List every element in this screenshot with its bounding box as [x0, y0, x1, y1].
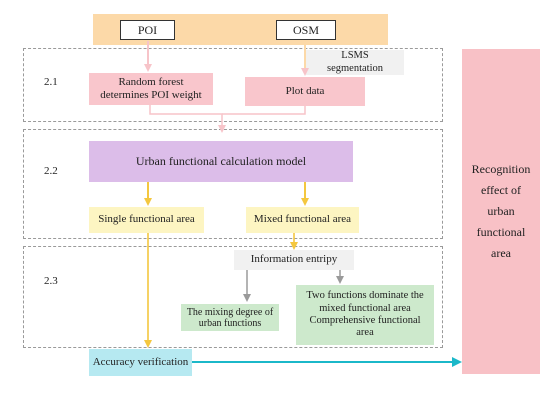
lsms-segmentation-box: LSMS segmentation: [306, 50, 404, 75]
two-functions-box: Two functions dominate the mixed functio…: [296, 285, 434, 345]
section-2-1-frame: [23, 48, 443, 122]
section-2-2-label: 2.2: [44, 165, 58, 177]
information-entropy-box: Information entripy: [234, 250, 354, 270]
mixing-degree-box: The mixing degree of urban functions: [181, 304, 279, 331]
recognition-effect-panel: Recognition effect of urban functional a…: [462, 49, 540, 374]
random-forest-box: Random forest determines POI weight: [89, 73, 213, 105]
line-plot-data-merge: [222, 106, 306, 115]
single-functional-area-box: Single functional area: [89, 207, 204, 233]
section-2-2-frame: [23, 129, 443, 239]
arrow-merge-to-model: [149, 105, 226, 133]
calculation-model-box: Urban functional calculation model: [89, 141, 353, 182]
recognition-effect-text: Recognition effect of urban functional a…: [471, 162, 531, 260]
osm-box: OSM: [276, 20, 336, 40]
plot-data-box: Plot data: [245, 77, 365, 106]
section-2-3-label: 2.3: [44, 275, 58, 287]
accuracy-verification-box: Accuracy verification: [89, 349, 192, 376]
section-2-1-label: 2.1: [44, 76, 58, 88]
poi-box: POI: [120, 20, 175, 40]
mixed-functional-area-box: Mixed functional area: [246, 207, 359, 233]
section-2-3-frame: [23, 246, 443, 348]
